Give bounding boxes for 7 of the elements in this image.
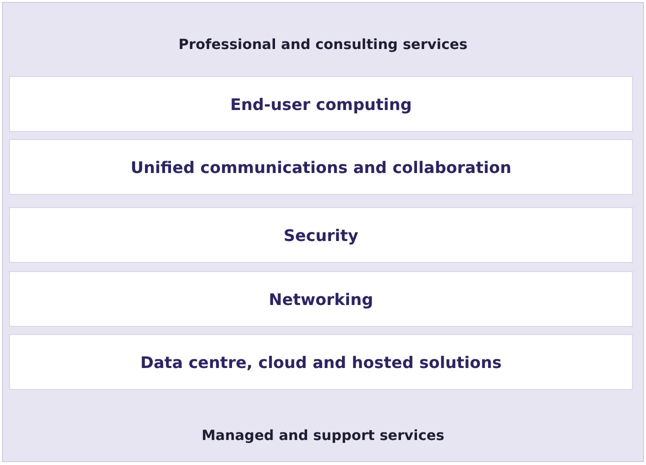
panel-heading: Professional and consulting services (178, 37, 468, 53)
layer-box: Data centre, cloud and hosted solutions (9, 334, 633, 390)
layer-box: End-user computing (9, 76, 633, 132)
layer-box: Unified communications and collaboration (9, 139, 633, 195)
panel-footer: Managed and support services (3, 428, 643, 444)
layer-box: Networking (9, 271, 633, 327)
layer-box: Security (9, 207, 633, 263)
